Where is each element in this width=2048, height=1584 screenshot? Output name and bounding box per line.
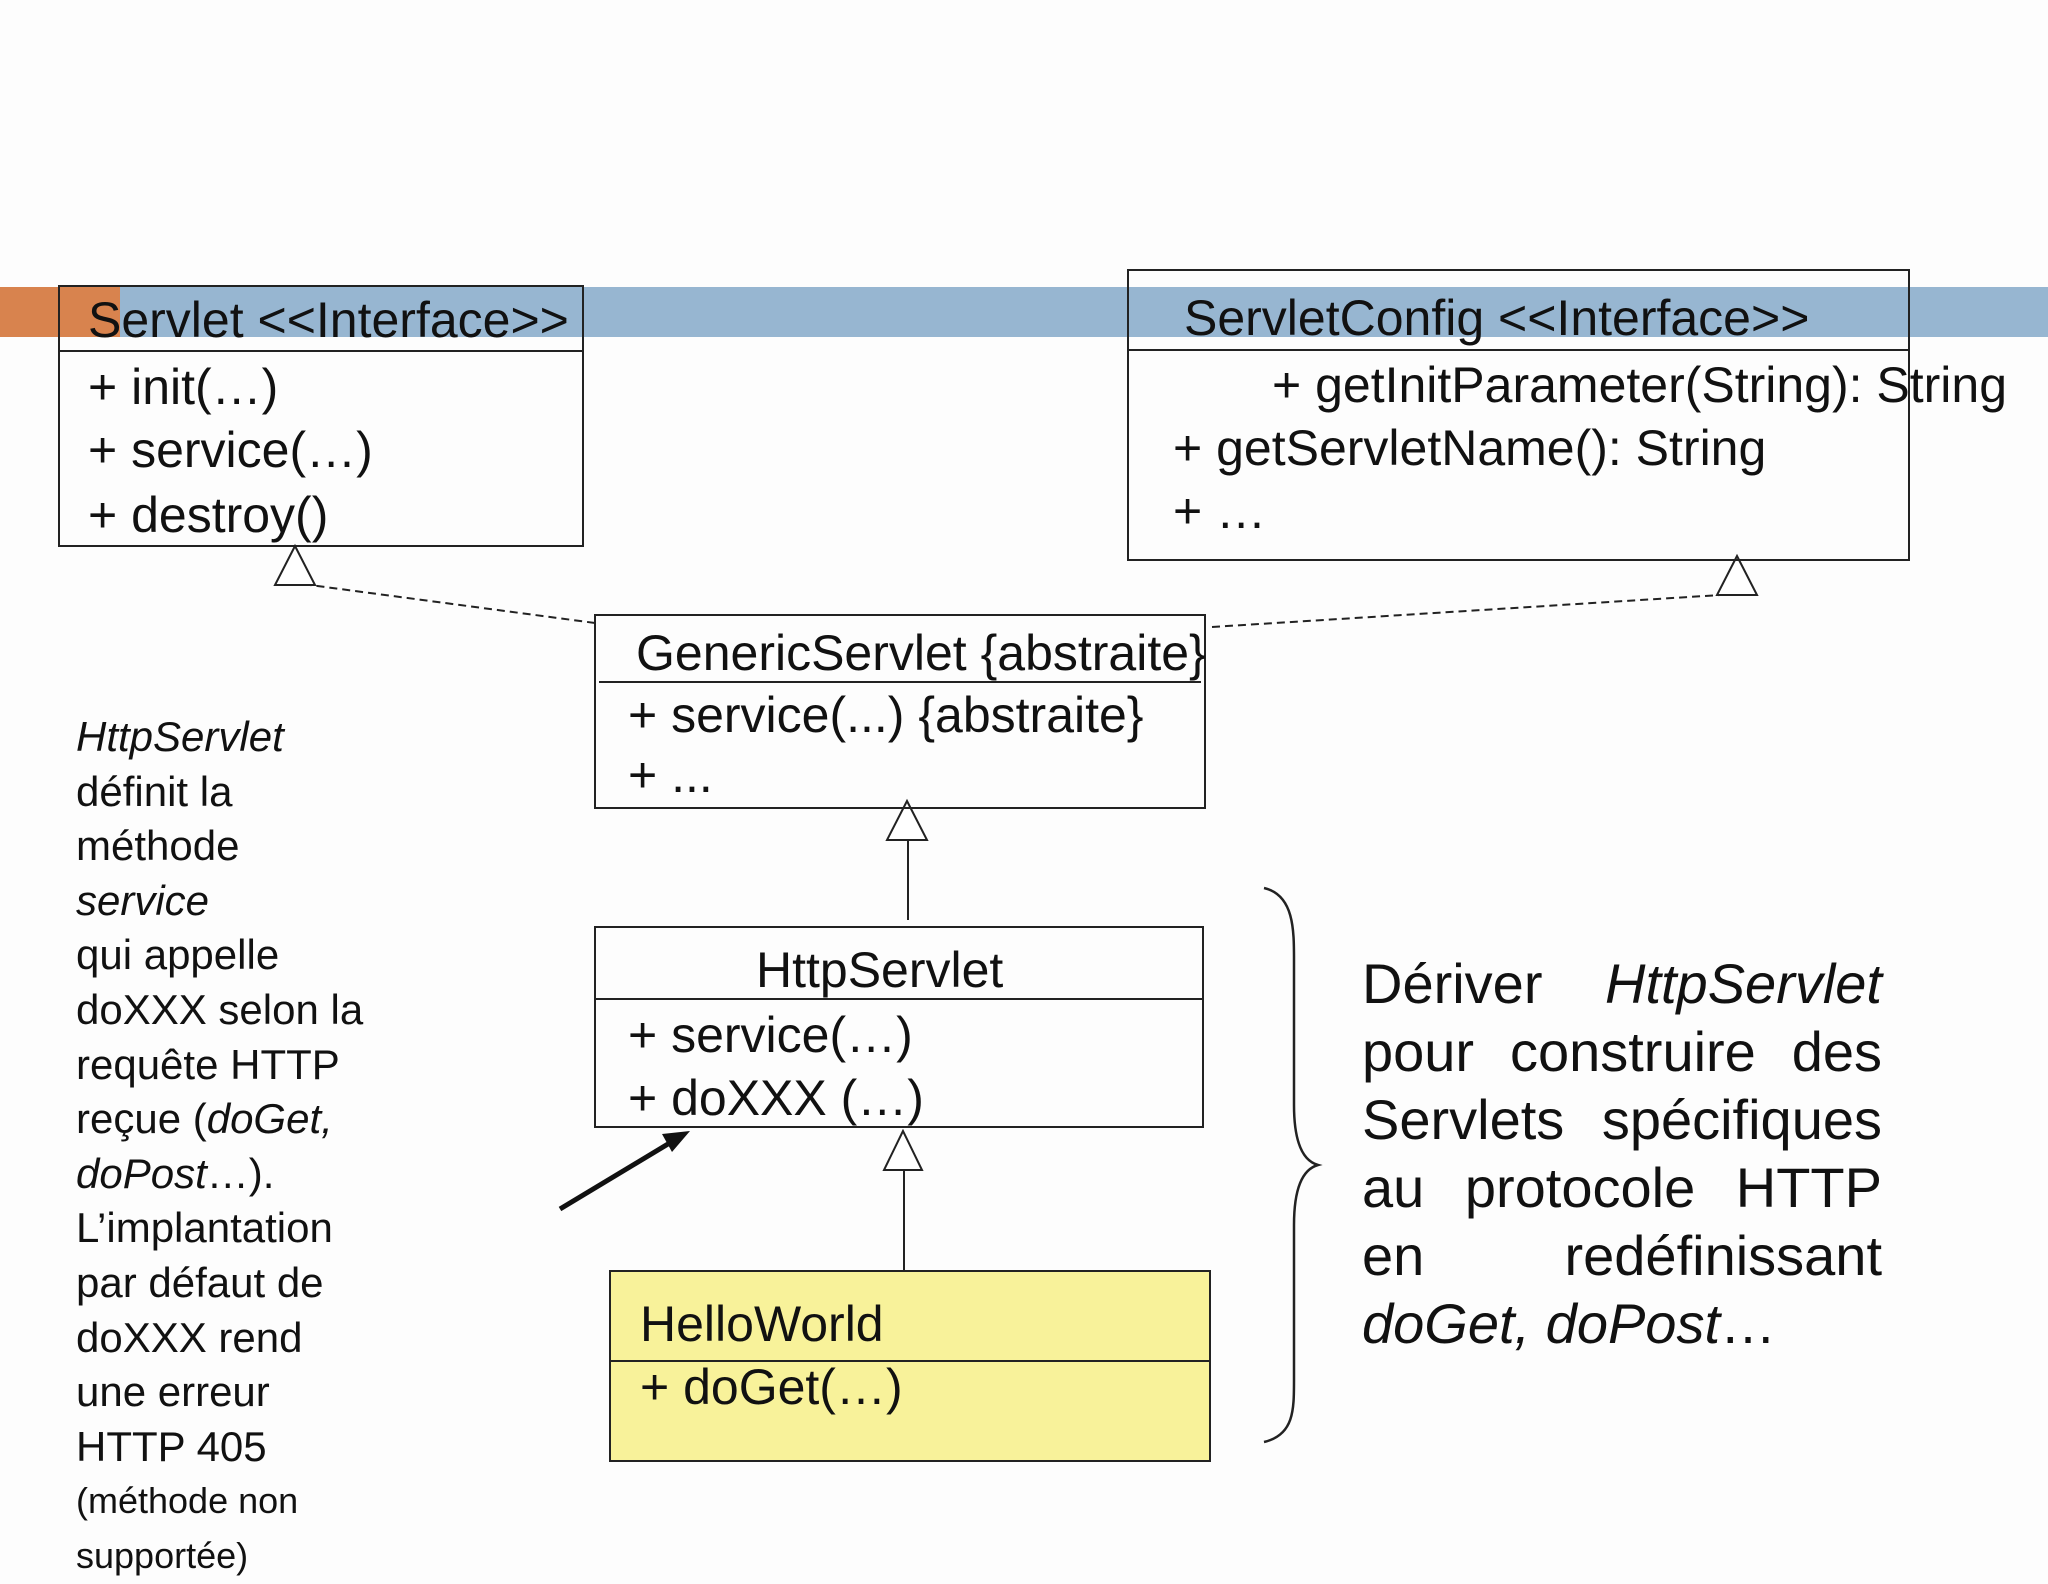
note-word: des (1791, 1020, 1882, 1083)
hello-world-box: HelloWorld + doGet(…) (609, 1270, 1211, 1462)
generic-servlet-title: GenericServlet {abstraite} (636, 625, 1206, 681)
uml-connectors (273, 543, 1759, 1444)
note-fragment: doGet, (206, 1095, 333, 1143)
servlet-method: + destroy() (88, 487, 329, 543)
generic-servlet-method: + service(...) {abstraite} (628, 687, 1144, 743)
note-line: Servlets spécifiques (1362, 1086, 1882, 1154)
note-word: HTTP (1735, 1156, 1882, 1219)
note-line: définit la (76, 767, 233, 815)
note-line: reçue (doGet, (76, 1092, 406, 1147)
note-pointer-arrowhead (662, 1131, 690, 1152)
note-word: en (1362, 1224, 1425, 1287)
note-line: doPost…). (76, 1147, 406, 1202)
hello-world-method: + doGet(…) (640, 1359, 903, 1415)
note-line: en redéfinissant (1362, 1222, 1882, 1290)
title-band (120, 287, 2048, 337)
servlet-interface-box: Servlet <<Interface>> + init(…) + servic… (58, 285, 584, 547)
http-servlet-title: HttpServlet (756, 942, 1004, 998)
realization-line-servlet-config (1211, 594, 1721, 628)
curly-brace (1263, 886, 1323, 1444)
hello-world-title: HelloWorld (640, 1296, 884, 1352)
note-line: doGet, doPost… (1362, 1290, 1882, 1358)
note-line: par défaut de (76, 1258, 324, 1306)
note-word: HttpServlet (1605, 952, 1882, 1015)
servlet-interface-title: Servlet <<Interface>> (88, 292, 569, 348)
servlet-interface-header (60, 287, 582, 352)
note-line: au protocole HTTP (1362, 1154, 1882, 1222)
servlet-method: + service(…) (88, 422, 373, 478)
http-servlet-header (596, 928, 1202, 1000)
note-pointer-line (558, 1141, 670, 1212)
note-word: pour (1362, 1020, 1475, 1083)
note-line: supportée) (76, 1534, 249, 1576)
note-line: doXXX rend (76, 1313, 303, 1361)
note-line: pour construire des (1362, 1018, 1882, 1086)
note-word: construire (1509, 1020, 1756, 1083)
servlet-config-title: ServletConfig <<Interface>> (1184, 290, 1810, 346)
realization-arrowhead-servlet-config (1715, 553, 1759, 596)
servlet-config-method: + getInitParameter(String): String (1272, 357, 2008, 413)
note-word: Servlets (1362, 1088, 1565, 1151)
note-word: au (1362, 1156, 1425, 1219)
http-servlet-method: + doXXX (…) (628, 1070, 924, 1126)
generalization-arrowhead-http (882, 1128, 924, 1171)
note-word: protocole (1464, 1156, 1696, 1219)
note-word: … (1720, 1292, 1777, 1355)
note-line: service (76, 876, 210, 924)
note-fragment: reçue ( (76, 1095, 207, 1143)
right-note: Dériver HttpServlet pour construire des … (1362, 950, 1882, 1358)
servlet-config-interface-box: ServletConfig <<Interface>> + getInitPar… (1127, 269, 2007, 561)
note-fragment: …). (206, 1149, 275, 1197)
http-servlet-method: + service(…) (628, 1007, 913, 1063)
note-line: qui appelle (76, 931, 280, 979)
note-line: une erreur (76, 1368, 270, 1416)
servlet-config-header (1129, 271, 1908, 351)
note-line: Dériver HttpServlet (1362, 950, 1882, 1018)
title-band-accent (0, 287, 120, 337)
realization-line-servlet (309, 584, 596, 624)
realization-arrowhead-servlet (273, 543, 317, 586)
note-line: HttpServlet (76, 713, 284, 760)
generic-servlet-header (599, 616, 1201, 683)
note-word: doGet, doPost (1362, 1292, 1721, 1355)
note-line: HTTP 405 (76, 1422, 267, 1470)
generic-servlet-box: GenericServlet {abstraite} + service(...… (594, 614, 1206, 809)
servlet-config-method: + getServletName(): String (1173, 420, 1767, 476)
note-fragment: doPost (76, 1149, 207, 1197)
hello-world-header (611, 1272, 1209, 1362)
note-line: méthode (76, 822, 240, 870)
servlet-method: + init(…) (88, 359, 279, 415)
left-note: HttpServlet définit la méthode service q… (76, 710, 406, 1584)
generalization-arrowhead-generic (885, 798, 929, 841)
note-line: requête HTTP (76, 1040, 340, 1088)
servlet-config-method: + … (1173, 483, 1267, 539)
note-word: spécifiques (1601, 1088, 1882, 1151)
note-line: (méthode non (76, 1480, 299, 1522)
note-word: redéfinissant (1564, 1224, 1882, 1287)
note-word: Dériver (1362, 952, 1543, 1015)
http-servlet-box: HttpServlet + service(…) + doXXX (…) (594, 926, 1204, 1128)
generic-servlet-method: + ... (628, 747, 713, 803)
note-line: doXXX selon la (76, 985, 364, 1033)
note-line: L’implantation (76, 1204, 333, 1252)
